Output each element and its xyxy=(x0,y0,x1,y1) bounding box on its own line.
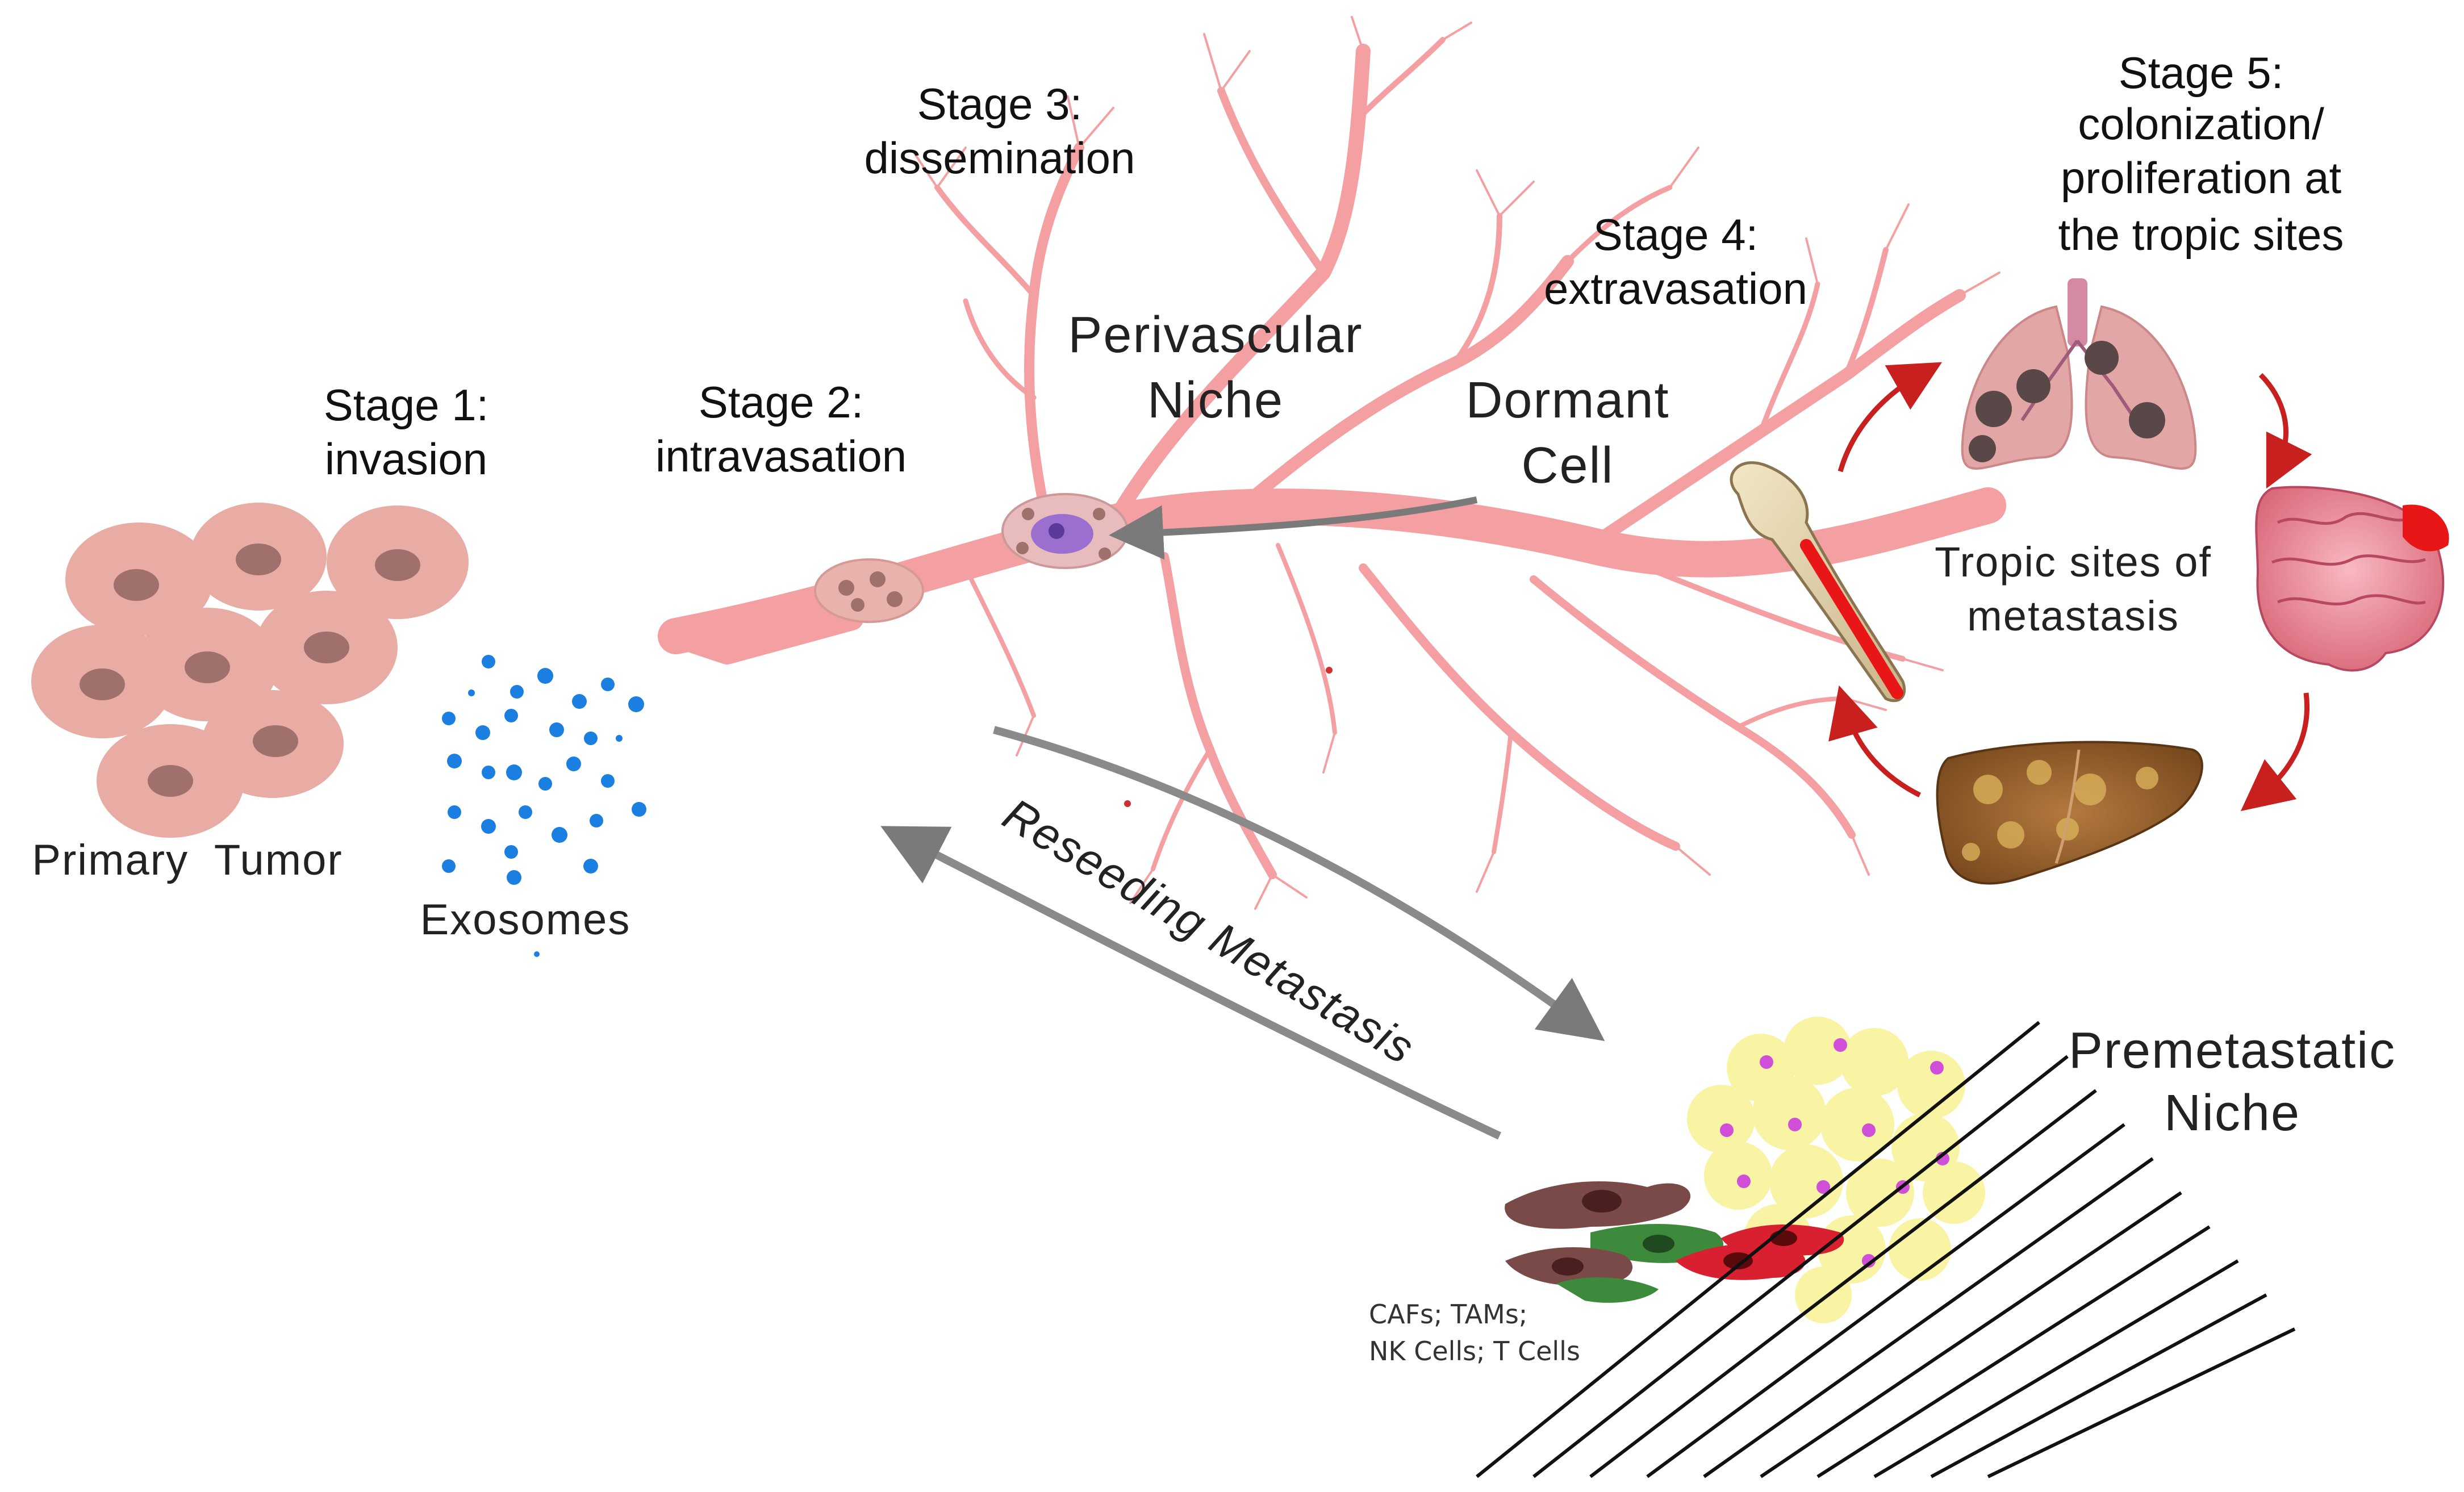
brain-icon xyxy=(2255,486,2449,672)
tumor-cell xyxy=(327,505,469,619)
reseeding-metastasis-label: Reseeding Metastasis xyxy=(995,788,1423,1073)
tropic-sites-line-1: Tropic sites of xyxy=(1935,538,2212,586)
stage-1-title: Stage 1: xyxy=(324,380,489,430)
stage-4-subtitle: extravasation xyxy=(1544,264,1807,314)
cell-types-line-2: NK Cells; T Cells xyxy=(1369,1336,1580,1366)
stage-5-label: Stage 5: colonization/ proliferation at … xyxy=(2058,48,2344,260)
tumor-cell xyxy=(136,608,278,721)
stage-2-label: Stage 2: intravasation xyxy=(655,377,907,481)
premetastatic-niche-line-2: Niche xyxy=(2164,1085,2300,1142)
lungs-icon xyxy=(1961,278,2197,470)
stage-5-line-3: proliferation at xyxy=(2061,153,2342,203)
bone-icon xyxy=(1730,461,1906,703)
perivascular-niche-line-2: Niche xyxy=(1147,372,1284,429)
stage-1-label: Stage 1: invasion xyxy=(324,380,489,484)
dormant-cell-line-1: Dormant xyxy=(1465,372,1669,429)
stage-5-line-4: the tropic sites xyxy=(2058,210,2344,260)
exosome-dots xyxy=(442,655,646,957)
stage-4-title: Stage 4: xyxy=(1593,210,1759,260)
cell-types-line-1: CAFs; TAMs; xyxy=(1369,1299,1527,1330)
stage-5-title: Stage 5: xyxy=(2119,48,2284,98)
dormant-cell-line-2: Cell xyxy=(1521,437,1614,494)
intravasating-cells xyxy=(814,558,924,623)
dormant-cell-arrow xyxy=(1109,496,1478,560)
stage-3-label: Stage 3: dissemination xyxy=(865,79,1135,183)
stage-3-title: Stage 3: xyxy=(917,79,1083,129)
primary-tumor-label: Primary Tumor xyxy=(32,836,343,884)
reseeding-arrows xyxy=(880,726,1605,1140)
stage-5-line-2: colonization/ xyxy=(2078,99,2324,149)
exosomes-label: Exosomes xyxy=(420,896,631,944)
tumor-cell xyxy=(202,690,344,798)
perivascular-niche-cluster xyxy=(1001,493,1129,569)
niche-tissue-lines xyxy=(1476,1021,2296,1478)
premetastatic-niche-line-1: Premetastatic xyxy=(2069,1022,2396,1079)
stage-2-subtitle: intravasation xyxy=(655,431,907,481)
tropic-sites-label: Tropic sites of metastasis xyxy=(1935,538,2212,640)
blood-dot xyxy=(1326,667,1333,674)
dormant-cell-label: Dormant Cell xyxy=(1465,372,1669,494)
stromal-cells xyxy=(1505,1181,1844,1303)
stage-4-label: Stage 4: extravasation xyxy=(1544,210,1807,314)
premetastatic-niche-label: Premetastatic Niche xyxy=(2069,1022,2396,1142)
tropic-sites-line-2: metastasis xyxy=(1967,592,2179,640)
blood-dot xyxy=(1124,800,1131,807)
perivascular-niche-label: Perivascular Niche xyxy=(1068,307,1363,429)
tumor-cell xyxy=(31,625,173,738)
tropic-cycle-arrows xyxy=(1828,362,2312,812)
premetastatic-niche xyxy=(1476,1017,2296,1478)
tumor-cell xyxy=(65,523,213,636)
vessel-capillaries xyxy=(913,16,2001,910)
tumor-cell xyxy=(190,503,327,611)
primary-tumor-cells xyxy=(31,503,469,838)
stage-3-subtitle: dissemination xyxy=(865,133,1135,183)
tumor-cell xyxy=(256,591,398,704)
stage-1-subtitle: invasion xyxy=(325,434,487,484)
stromal-cell-types-label: CAFs; TAMs; NK Cells; T Cells xyxy=(1369,1299,1580,1366)
liver-icon xyxy=(1936,741,2203,885)
stage-2-title: Stage 2: xyxy=(699,377,864,427)
perivascular-niche-line-1: Perivascular xyxy=(1068,307,1363,363)
